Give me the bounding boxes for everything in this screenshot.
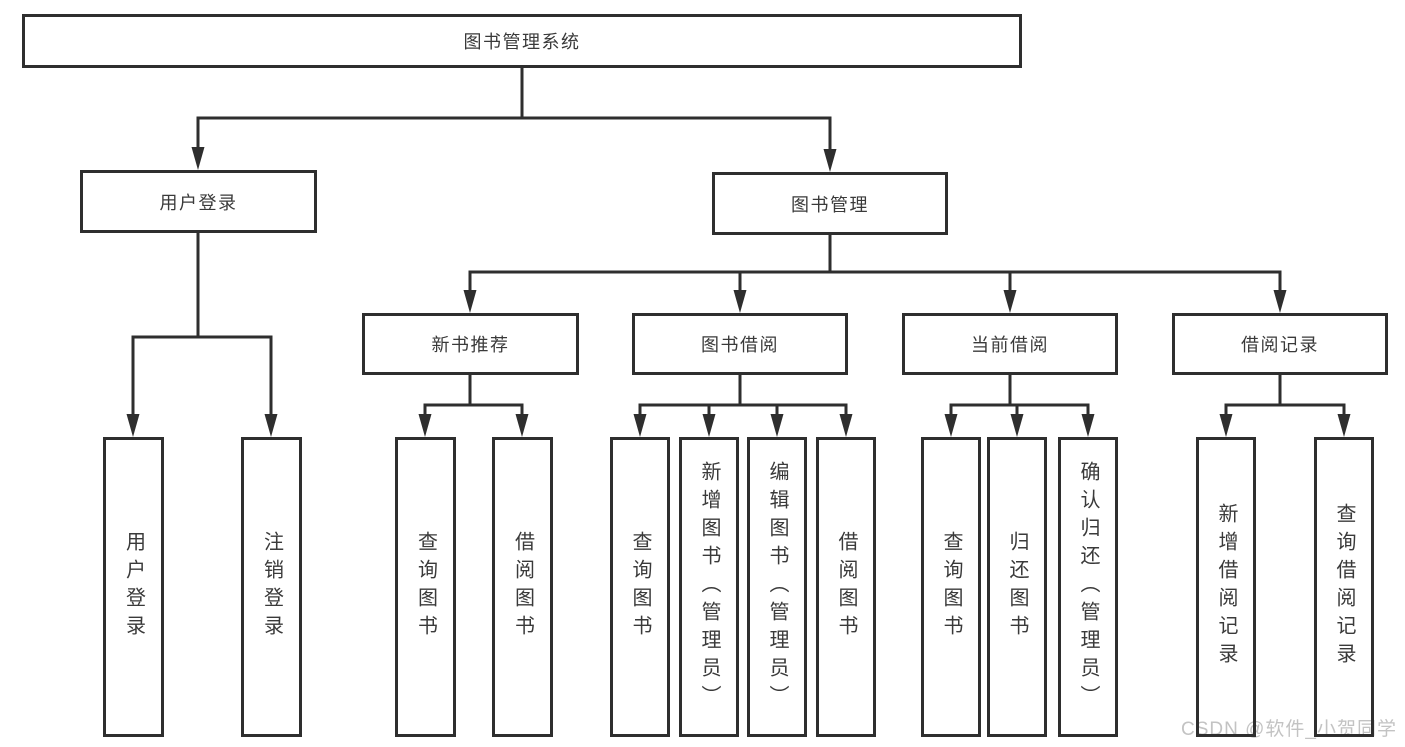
leaf-bb-edit-books-admin-label: 编辑图书（管理员） — [766, 461, 788, 713]
node-new-book-recommend: 新书推荐 — [362, 313, 579, 375]
node-book-management-label: 图书管理 — [791, 194, 869, 215]
node-user-login: 用户登录 — [80, 170, 317, 233]
leaf-bb-borrow-books: 借阅图书 — [816, 437, 876, 737]
node-book-management: 图书管理 — [712, 172, 948, 235]
leaf-cb-query-books-label: 查询图书 — [940, 531, 962, 643]
leaf-bb-borrow-books-label: 借阅图书 — [835, 531, 857, 643]
leaf-user-login-label: 用户登录 — [122, 531, 145, 643]
leaf-cb-query-books: 查询图书 — [921, 437, 981, 737]
leaf-br-query-record: 查询借阅记录 — [1314, 437, 1374, 737]
node-user-login-label: 用户登录 — [159, 192, 238, 213]
csdn-watermark: CSDN @软件_小贺同学 — [1181, 719, 1397, 740]
node-root: 图书管理系统 — [22, 14, 1022, 68]
leaf-nb-query-books: 查询图书 — [395, 437, 456, 737]
leaf-cb-confirm-return-admin-label: 确认归还（管理员） — [1077, 461, 1099, 713]
leaf-cb-return-books-label: 归还图书 — [1006, 531, 1028, 643]
leaf-bb-edit-books-admin: 编辑图书（管理员） — [747, 437, 807, 737]
leaf-logout-label: 注销登录 — [260, 531, 283, 643]
node-borrow-records-label: 借阅记录 — [1241, 335, 1319, 355]
leaf-br-query-record-label: 查询借阅记录 — [1333, 503, 1355, 671]
leaf-nb-borrow-books-label: 借阅图书 — [511, 531, 534, 643]
leaf-bb-add-books-admin: 新增图书（管理员） — [679, 437, 739, 737]
leaf-br-add-record: 新增借阅记录 — [1196, 437, 1256, 737]
leaf-bb-query-books: 查询图书 — [610, 437, 670, 737]
arrowheads — [126, 147, 1351, 437]
node-root-label: 图书管理系统 — [463, 32, 581, 52]
leaf-logout: 注销登录 — [241, 437, 302, 737]
leaf-nb-query-books-label: 查询图书 — [414, 531, 437, 643]
leaf-user-login: 用户登录 — [103, 437, 164, 737]
leaf-bb-add-books-admin-label: 新增图书（管理员） — [698, 461, 720, 713]
node-book-borrow-label: 图书借阅 — [701, 335, 779, 355]
node-borrow-records: 借阅记录 — [1172, 313, 1388, 375]
leaf-cb-return-books: 归还图书 — [987, 437, 1047, 737]
leaf-cb-confirm-return-admin: 确认归还（管理员） — [1058, 437, 1118, 737]
leaf-bb-query-books-label: 查询图书 — [629, 531, 651, 643]
node-current-borrow: 当前借阅 — [902, 313, 1118, 375]
leaf-br-add-record-label: 新增借阅记录 — [1215, 503, 1237, 671]
node-book-borrow: 图书借阅 — [632, 313, 848, 375]
node-current-borrow-label: 当前借阅 — [971, 335, 1049, 355]
node-new-book-recommend-label: 新书推荐 — [431, 335, 510, 355]
leaf-nb-borrow-books: 借阅图书 — [492, 437, 553, 737]
